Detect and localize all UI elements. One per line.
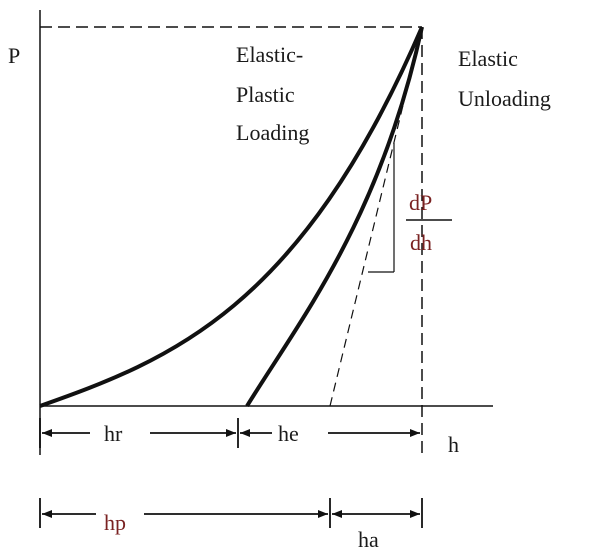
- slope-denominator-label: dh: [410, 230, 432, 255]
- hp-label: hp: [104, 510, 126, 535]
- slope-numerator-label: dP: [409, 190, 432, 215]
- unloading-curve: [245, 26, 424, 408]
- p-axis-label: P: [8, 43, 20, 68]
- loading-curve: [39, 26, 424, 408]
- unloading-label-line2: Unloading: [458, 86, 551, 111]
- hr-label: hr: [104, 421, 123, 446]
- unloading-label-line1: Elastic: [458, 46, 518, 71]
- he-label: he: [278, 421, 299, 446]
- unloading-tangent-dashed-line: [329, 26, 423, 407]
- loading-label-line1: Elastic-: [236, 42, 303, 67]
- loading-label-line3: Loading: [236, 120, 309, 145]
- ha-label: ha: [358, 527, 379, 552]
- h-axis-label: h: [448, 432, 459, 457]
- loading-label-line2: Plastic: [236, 82, 295, 107]
